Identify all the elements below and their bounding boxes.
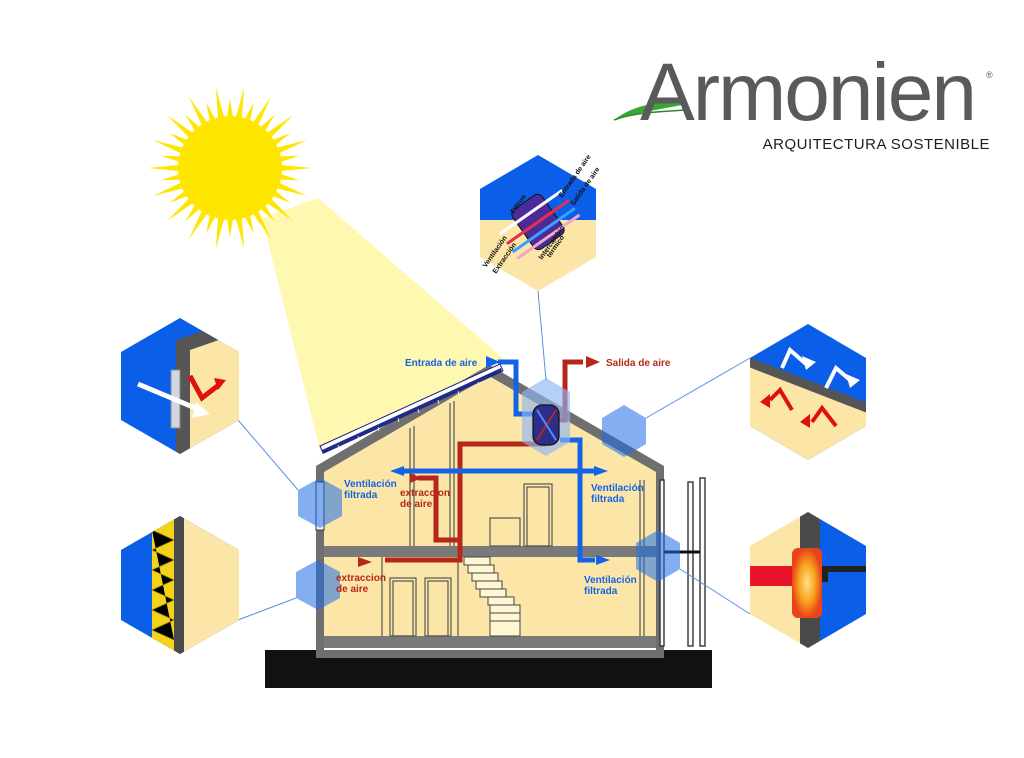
supply-arrow-left [390,466,404,476]
solar-panel-icon [319,363,504,454]
callout-lines [237,357,751,621]
label-extraccion-up-1: extraccion [400,488,450,499]
sun-ray [226,98,234,121]
brand-tagline: ARQUITECTURA SOSTENIBLE [762,136,990,153]
sun-ray [215,214,225,249]
sun-ray [277,164,312,172]
sunlight-beam [262,198,505,450]
insulation-detail-icon [121,516,239,654]
sun-ray [161,173,184,181]
label-vent-low-1: Ventilación [584,575,637,586]
extraction-arrow-low [358,557,372,567]
registered-mark: ® [986,70,993,80]
base-slab [324,636,656,648]
supply-arrow-low [596,555,610,565]
floor-slab [324,546,656,557]
sun-ray [251,207,271,239]
highlight-hex-window [298,478,342,528]
highlight-hex-wall [296,560,340,610]
extraction-arrow-up [410,473,422,483]
highlight-hex-roof [602,405,646,457]
thermal-bridge-detail-icon [750,512,866,648]
sun-ray [276,155,299,163]
sun-ray [189,97,209,129]
salida-arrow [586,356,600,368]
sun-ray [235,214,245,249]
sun-ray [148,164,183,172]
staircase [463,556,521,637]
sun-ray [226,215,234,238]
label-extraccion-up-2: de aire [400,499,433,510]
sun-ray [273,140,308,155]
sun-icon [148,87,312,249]
label-vent-right-2: filtrada [591,494,625,505]
sun-ray [161,155,184,163]
heat-exchanger-icon [522,378,570,456]
sun-ray [167,115,196,140]
label-vent-right-1: Ventilación [591,483,644,494]
label-vent-left-1: Ventilación [344,479,397,490]
sun-ray [264,115,293,140]
highlight-hex-slab [636,530,680,582]
label-vent-low-2: filtrada [584,586,618,597]
label-vent-left-2: filtrada [344,490,378,501]
brand-logo: Armonien ® ARQUITECTURA SOSTENIBLE [610,52,1010,162]
sun-ray [264,196,293,221]
sun-ray [276,173,299,181]
brand-name: Armonien [640,47,977,138]
entrada-arrow [486,356,500,368]
roof-insulation-detail-icon [750,324,866,460]
sun-ray [251,97,271,129]
label-entrada-aire: Entrada de aire [405,358,478,369]
sun-ray [167,196,196,221]
sun-ray [215,87,225,122]
label-extraccion-low-2: de aire [336,584,369,595]
sun-ray [273,181,308,196]
sun-ray [152,181,187,196]
leaf-swoosh-icon [613,102,688,121]
sun-ray [152,140,187,155]
sun-ray [189,207,209,239]
exchanger-callout-line [537,290,547,381]
house-interior [324,375,656,648]
supply-arrow-right [594,466,608,476]
window-detail-icon [121,318,239,454]
label-salida-aire: Salida de aire [606,358,671,369]
label-extraccion-low-1: extraccion [336,573,386,584]
sun-ray [235,87,245,122]
